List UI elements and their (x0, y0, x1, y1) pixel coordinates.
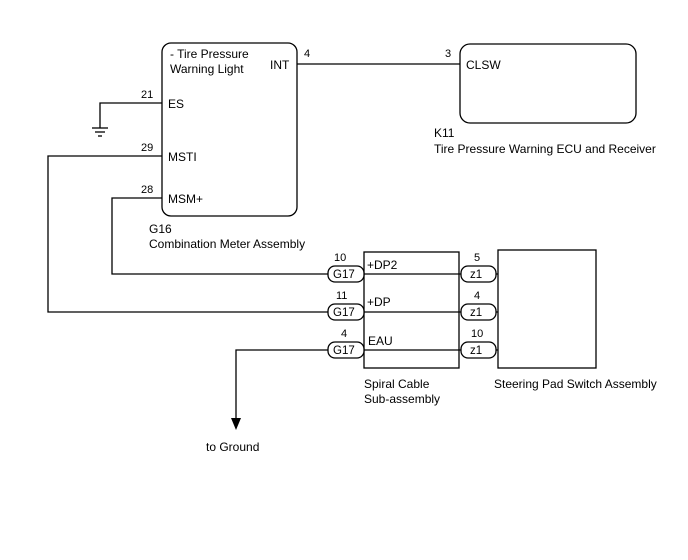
z1-label-2: z1 (470, 307, 482, 319)
arrow-down-icon (231, 418, 241, 430)
wire-msm (111, 197, 330, 275)
terminal-int-name: INT (270, 58, 290, 72)
g17-pin-1: 10 (334, 252, 346, 264)
z1-pin-3: 10 (471, 328, 483, 340)
connector-z1-2 (460, 303, 497, 321)
connector-g17-1 (327, 265, 365, 283)
combination-meter-box (161, 42, 298, 217)
circuit-name-1: +DP2 (367, 258, 398, 272)
terminal-clsw-pin: 3 (445, 48, 451, 60)
g17-label-3: G17 (333, 345, 355, 357)
spiral-cable-name-line1: Spiral Cable (364, 377, 430, 391)
z1-pin-1: 5 (474, 252, 480, 264)
meter-code: G16 (149, 222, 172, 236)
wire-to-ground (235, 349, 330, 418)
connector-z1-1 (460, 265, 497, 283)
circuit-name-3: EAU (368, 334, 393, 348)
g17-pin-3: 4 (341, 328, 347, 340)
terminal-clsw-name: CLSW (466, 58, 501, 72)
tpms-ecu-box (459, 43, 637, 124)
connector-g17-3 (327, 341, 365, 359)
meter-function-line2: Warning Light (170, 62, 244, 76)
terminal-msti-pin: 29 (141, 142, 153, 154)
g17-label-2: G17 (333, 307, 355, 319)
terminal-msm-pin: 28 (141, 184, 153, 196)
ecu-code: K11 (434, 126, 455, 140)
terminal-es-pin: 21 (141, 89, 153, 101)
connector-z1-3 (460, 341, 497, 359)
steering-pad-box (497, 249, 597, 369)
connector-g17-2 (327, 303, 365, 321)
terminal-int-pin: 4 (304, 48, 310, 60)
g17-label-1: G17 (333, 269, 355, 281)
terminal-msti-name: MSTI (168, 150, 197, 164)
wire-msti (47, 155, 330, 313)
z1-label-3: z1 (470, 345, 482, 357)
ground-icon (92, 127, 108, 137)
z1-pin-2: 4 (474, 290, 480, 302)
ecu-name: Tire Pressure Warning ECU and Receiver (434, 142, 656, 156)
terminal-es-name: ES (168, 97, 184, 111)
terminal-msm-name: MSM+ (168, 192, 203, 206)
ground-label: to Ground (206, 440, 259, 454)
spiral-cable-name-line2: Sub-assembly (364, 392, 440, 406)
meter-function-line1: - Tire Pressure (170, 47, 249, 61)
steering-pad-name: Steering Pad Switch Assembly (494, 377, 657, 391)
z1-label-1: z1 (470, 269, 482, 281)
circuit-name-2: +DP (367, 295, 391, 309)
meter-name: Combination Meter Assembly (149, 237, 305, 251)
wire-es-ground (99, 102, 162, 128)
g17-pin-2: 11 (336, 290, 347, 302)
